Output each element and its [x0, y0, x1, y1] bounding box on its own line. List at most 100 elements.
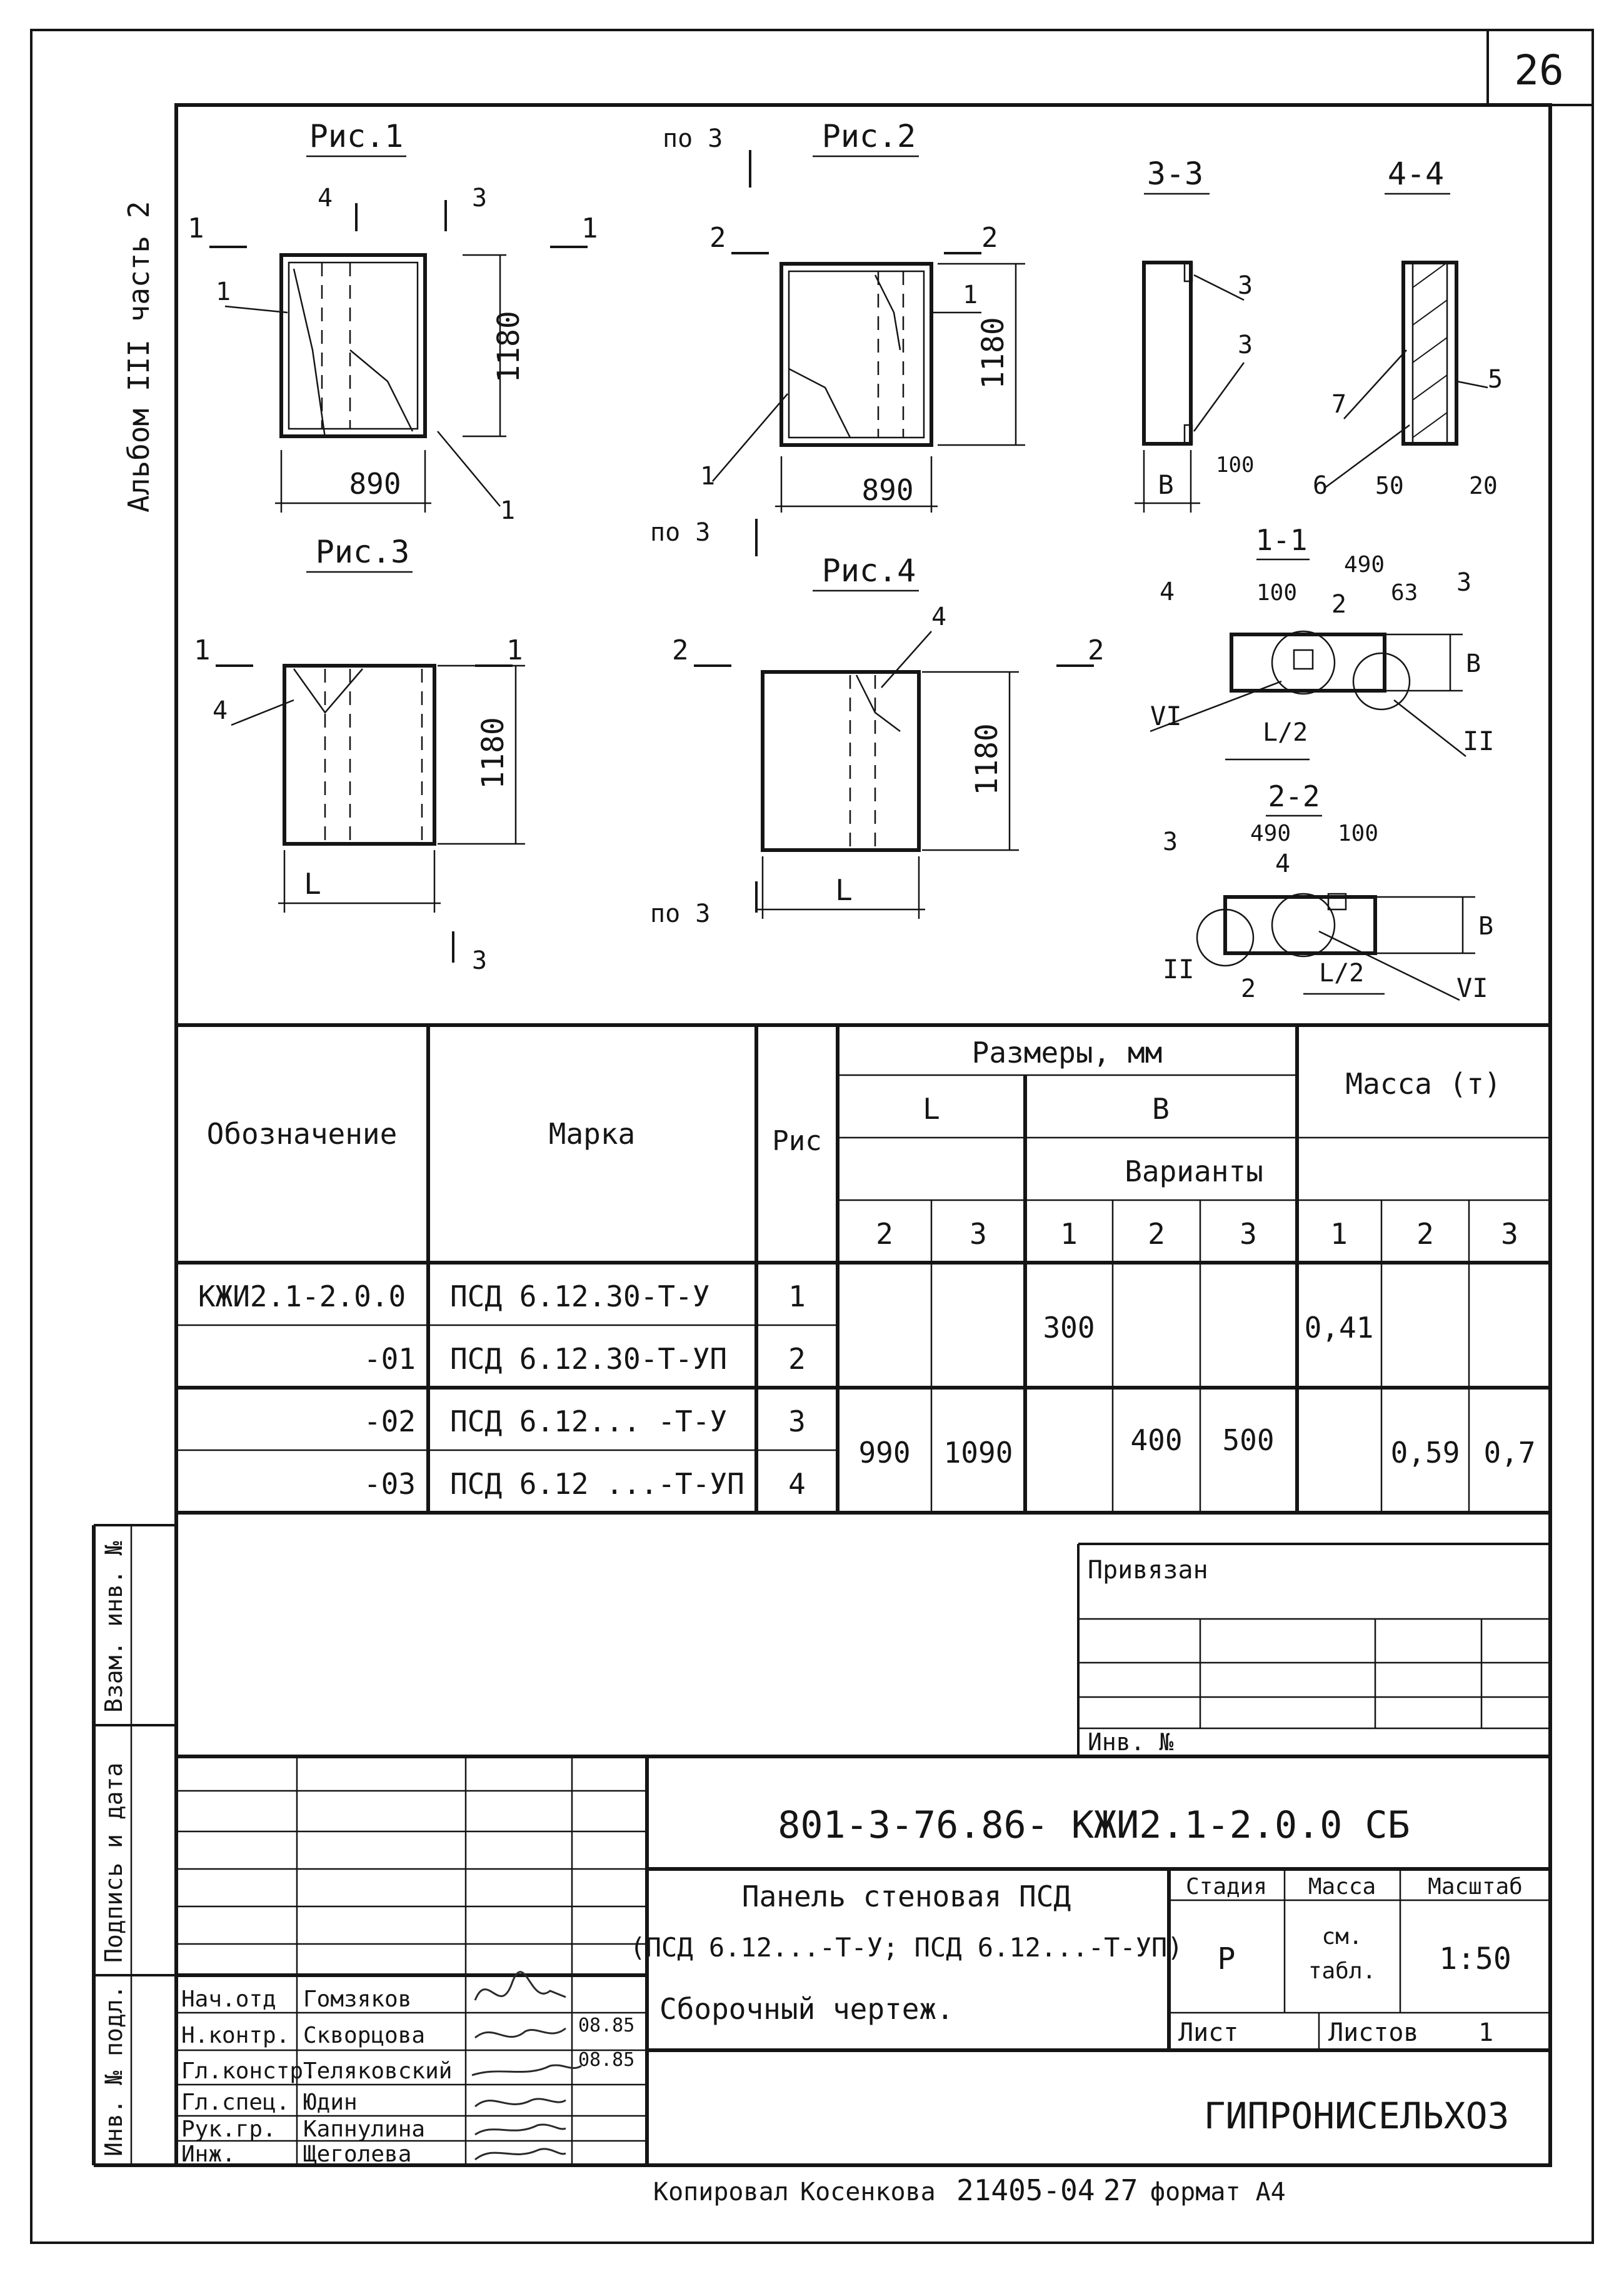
fig2-title: Рис.2 [822, 118, 916, 154]
svg-text:27: 27 [1103, 2173, 1138, 2207]
svg-text:1: 1 [506, 634, 523, 666]
svg-text:Нач.отд: Нач.отд [181, 1986, 276, 2012]
svg-text:Взам. инв. №: Взам. инв. № [100, 1541, 128, 1713]
svg-text:Листов: Листов [1328, 2018, 1419, 2047]
footer: Копировал Косенкова 21405-04 27 формат А… [653, 2173, 1286, 2207]
section-4-4: 4-4 7 5 6 50 20 [1313, 156, 1503, 500]
svg-text:0,41: 0,41 [1305, 1311, 1374, 1345]
svg-text:Гл.спец.: Гл.спец. [181, 2090, 289, 2115]
svg-text:Н.контр.: Н.контр. [181, 2023, 289, 2048]
side-label: Альбом III часть 2 [122, 201, 156, 513]
svg-text:3: 3 [472, 946, 487, 975]
row1-mark: ПСД 6.12.30-Т-У [450, 1280, 709, 1313]
svg-text:21405-04: 21405-04 [956, 2173, 1095, 2207]
svg-text:990: 990 [858, 1436, 910, 1470]
title-block: 801-3-76.86- КЖИ2.1-2.0.0 СБ Панель стен… [176, 1755, 1550, 2167]
svg-text:2: 2 [1088, 634, 1105, 666]
row3-designation: -02 [364, 1405, 416, 1438]
svg-text:2: 2 [876, 1217, 893, 1251]
svg-text:Лист: Лист [1178, 2018, 1238, 2047]
section-2-2: 2-2 490 100 3 4 B L/2 II 2 VI [1163, 779, 1493, 1003]
svg-text:Масштаб: Масштаб [1428, 1874, 1523, 1900]
svg-text:табл.: табл. [1308, 1958, 1376, 1984]
svg-text:1-1: 1-1 [1255, 523, 1307, 557]
svg-text:0,59: 0,59 [1391, 1436, 1460, 1470]
signature-5 [474, 2123, 566, 2136]
section-1-1: 1-1 100 490 63 3 2 4 B L/2 VI II [1150, 523, 1495, 761]
svg-text:формат А4: формат А4 [1150, 2178, 1286, 2206]
signature-6 [474, 2148, 566, 2161]
svg-text:7: 7 [1331, 390, 1346, 419]
svg-text:B: B [1466, 649, 1481, 678]
left-stamp: Взам. инв. № Подпись и дата Инв. № подл. [94, 1524, 176, 2165]
inner-frame [174, 103, 1552, 2167]
svg-text:4: 4 [1275, 849, 1290, 878]
svg-text:Теляковский: Теляковский [303, 2058, 452, 2084]
svg-text:Рис: Рис [772, 1125, 821, 1157]
svg-text:Панель стеновая ПСД: Панель стеновая ПСД [742, 1880, 1071, 1913]
svg-text:1: 1 [500, 496, 515, 525]
svg-text:Юдин: Юдин [303, 2090, 358, 2115]
fig1-title: Рис.1 [309, 118, 404, 154]
svg-text:Косенкова: Косенкова [800, 2178, 936, 2206]
outer-border [30, 29, 1594, 2244]
section-3-3: 3-3 3 3 B 100 [1135, 156, 1254, 513]
svg-text:2: 2 [1241, 974, 1256, 1003]
svg-text:4: 4 [931, 603, 946, 631]
svg-text:3: 3 [1238, 331, 1253, 359]
svg-text:1: 1 [216, 278, 231, 306]
svg-text:100: 100 [1216, 453, 1254, 478]
svg-text:Марка: Марка [549, 1117, 635, 1151]
svg-text:Сборочный чертеж.: Сборочный чертеж. [659, 1992, 954, 2026]
svg-text:Масса (т): Масса (т) [1345, 1067, 1501, 1101]
svg-text:500: 500 [1222, 1423, 1274, 1457]
svg-text:Капнулина: Капнулина [303, 2116, 425, 2142]
row2-mark: ПСД 6.12.30-Т-УП [450, 1342, 727, 1376]
page-number: 26 [1514, 46, 1563, 94]
signature-2 [474, 2027, 566, 2039]
svg-text:Р: Р [1218, 1941, 1236, 1976]
svg-text:490: 490 [1344, 552, 1385, 578]
svg-text:VI: VI [1150, 701, 1182, 731]
svg-text:1: 1 [1478, 2018, 1493, 2047]
svg-text:3: 3 [1238, 271, 1253, 300]
row4-designation: -03 [364, 1467, 416, 1501]
svg-text:Скворцова: Скворцова [303, 2023, 425, 2048]
svg-text:1090: 1090 [944, 1436, 1013, 1470]
fig1-width: 890 [349, 467, 401, 501]
svg-text:1: 1 [194, 634, 211, 666]
organization: ГИПРОНИСЕЛЬХОЗ [1204, 2095, 1510, 2137]
svg-text:3: 3 [1163, 828, 1178, 856]
svg-text:4: 4 [318, 184, 333, 213]
svg-text:2: 2 [709, 222, 726, 254]
svg-text:2-2: 2-2 [1268, 779, 1320, 813]
svg-text:Масса: Масса [1308, 1874, 1376, 1900]
figure-1: Рис.1 1180 890 1 1 4 3 1 1 [188, 118, 598, 525]
svg-text:08.85: 08.85 [578, 2015, 634, 2036]
svg-text:B: B [1152, 1092, 1170, 1126]
svg-text:II: II [1163, 954, 1195, 984]
svg-text:Инв. № подл.: Инв. № подл. [100, 1985, 128, 2156]
svg-text:Варианты: Варианты [1125, 1155, 1263, 1188]
svg-text:Подпись и дата: Подпись и дата [100, 1763, 128, 1963]
svg-text:1: 1 [188, 213, 204, 244]
svg-text:20: 20 [1469, 472, 1498, 499]
svg-text:2: 2 [672, 634, 689, 666]
svg-text:Гл.констр.: Гл.констр. [181, 2058, 317, 2084]
svg-text:1: 1 [1060, 1217, 1078, 1251]
svg-text:100: 100 [1256, 580, 1297, 606]
svg-text:Рук.гр.: Рук.гр. [181, 2116, 276, 2142]
svg-text:3-3: 3-3 [1147, 156, 1203, 192]
row1-designation: КЖИ2.1-2.0.0 [198, 1280, 406, 1313]
svg-text:4: 4 [788, 1467, 806, 1501]
svg-text:3: 3 [1456, 568, 1471, 597]
svg-text:Обозначение: Обозначение [207, 1117, 398, 1151]
figure-4: Рис.4 1180 L 2 2 4 по 3 [650, 553, 1105, 928]
svg-text:3: 3 [472, 184, 487, 213]
fig4-width: L [835, 873, 853, 907]
signature-3 [471, 2064, 582, 2076]
svg-text:1: 1 [581, 213, 598, 244]
svg-text:L/2: L/2 [1319, 959, 1364, 988]
svg-text:3: 3 [788, 1405, 806, 1438]
